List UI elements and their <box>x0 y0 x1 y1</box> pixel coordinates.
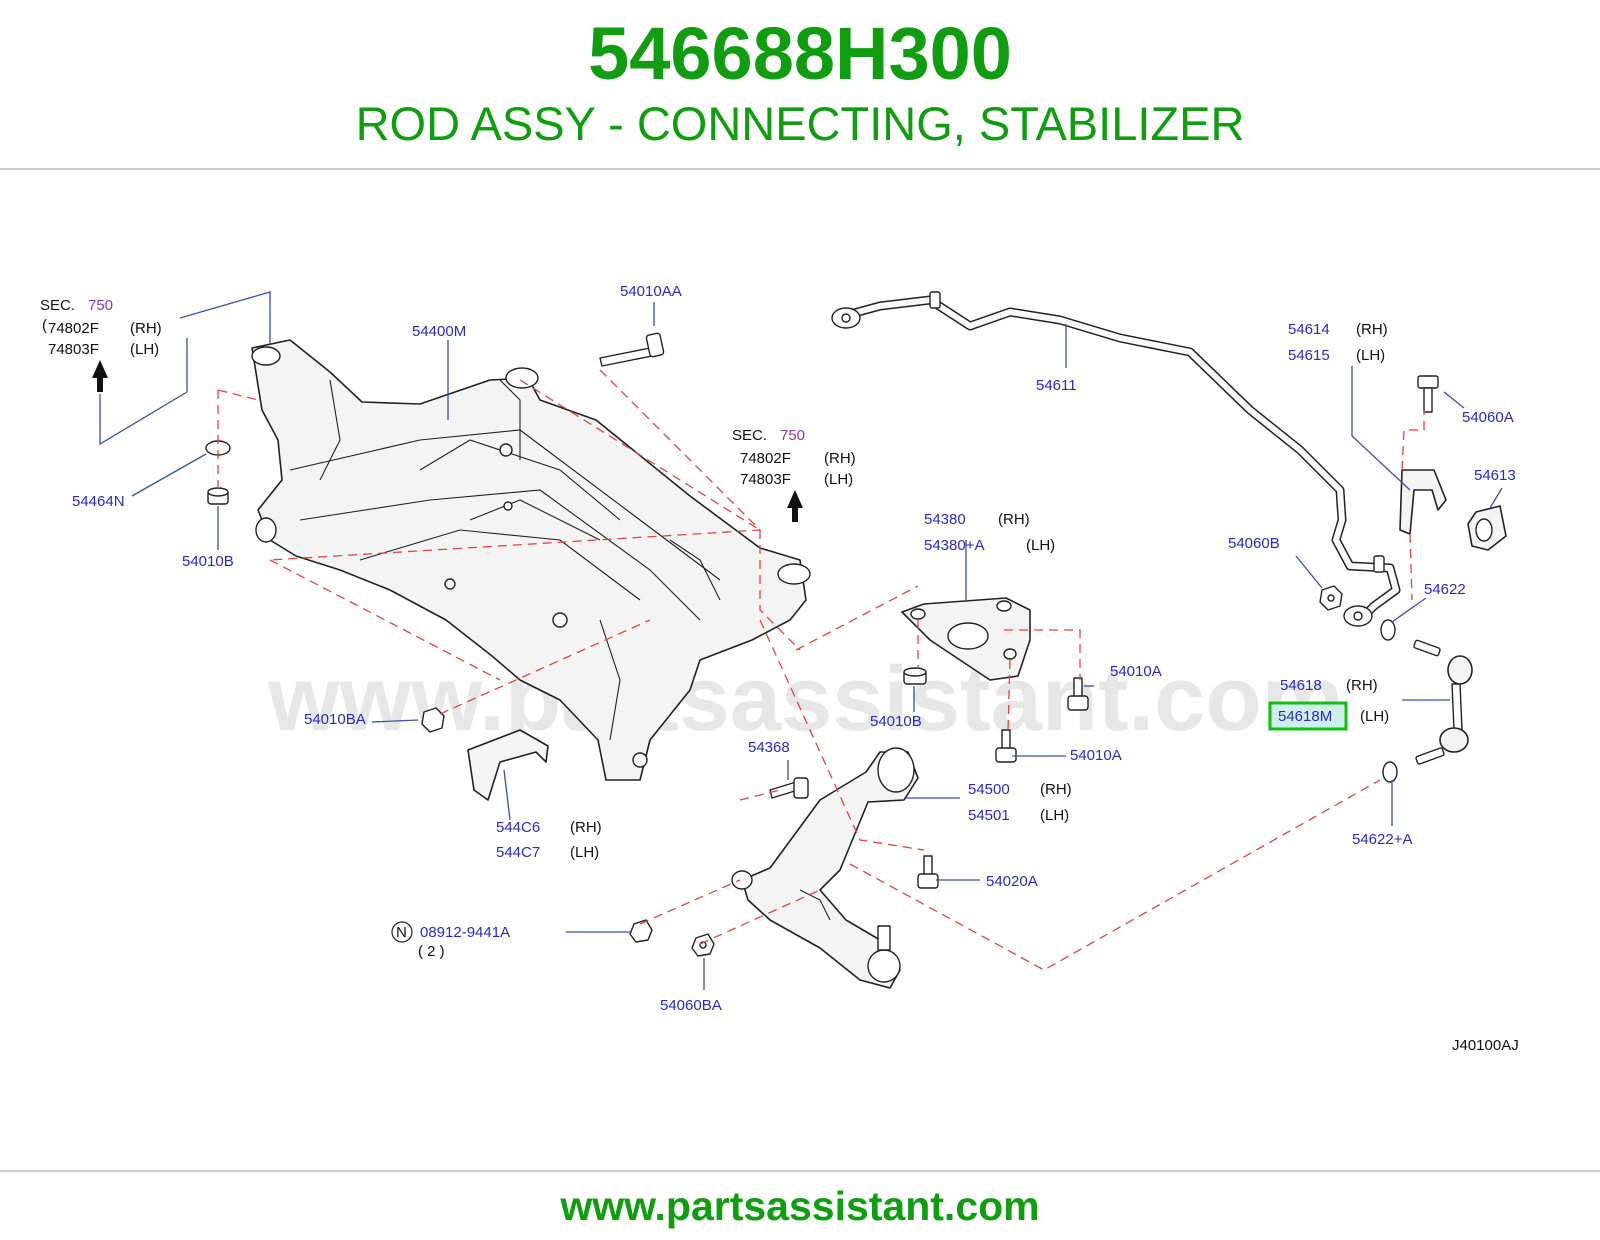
label-sec-mid-lh: (LH) <box>824 471 853 488</box>
nut-54010ba[interactable] <box>421 707 445 733</box>
label-54380a[interactable]: 54380+A <box>924 537 984 554</box>
header-divider <box>0 168 1600 170</box>
label-54010aa[interactable]: 54010AA <box>620 283 682 300</box>
lower-control-arm[interactable] <box>731 747 919 989</box>
arrow-up-left-icon <box>92 360 108 392</box>
highlight-box-54618m <box>1268 701 1348 731</box>
label-54380-rh: (RH) <box>998 511 1030 528</box>
label-54501-lh: (LH) <box>1040 807 1069 824</box>
label-54010a-top[interactable]: 54010A <box>1110 663 1162 680</box>
label-54380[interactable]: 54380 <box>924 511 966 528</box>
label-nut-symbol: N <box>396 924 407 941</box>
label-54618[interactable]: 54618 <box>1280 677 1322 694</box>
washer-54622a[interactable] <box>1382 761 1398 783</box>
bracket-left-open-a: ( <box>42 317 47 334</box>
label-54615[interactable]: 54615 <box>1288 347 1330 364</box>
stabilizer-bar[interactable] <box>831 291 1401 627</box>
label-08912-9441a[interactable]: 08912-9441A <box>420 924 510 941</box>
nut-54060ba[interactable] <box>691 933 715 957</box>
label-sec-mid: SEC. <box>732 427 767 444</box>
part-number-title: 546688H300 <box>588 12 1012 95</box>
footer-divider <box>0 1170 1600 1172</box>
label-sec-mid-number[interactable]: 750 <box>780 427 805 444</box>
nut-54010b-mid[interactable] <box>903 667 927 685</box>
label-sec-left-lh: (LH) <box>130 341 159 358</box>
label-sec-left: SEC. <box>40 297 75 314</box>
label-54618-rh: (RH) <box>1346 677 1378 694</box>
footer-website-link[interactable]: www.partsassistant.com <box>560 1183 1040 1229</box>
upper-link-bracket[interactable] <box>901 597 1031 681</box>
label-54400m[interactable]: 54400M <box>412 323 466 340</box>
label-08912-qty: ( 2 ) <box>418 943 445 960</box>
parts-diagram: www.partsassistant.com <box>40 283 1519 1054</box>
bolt-54060a[interactable] <box>1417 375 1439 413</box>
label-54010b-left[interactable]: 54010B <box>182 553 234 570</box>
label-54614-rh: (RH) <box>1356 321 1388 338</box>
label-54618m[interactable]: 54618M <box>1278 708 1332 725</box>
label-54613[interactable]: 54613 <box>1474 467 1516 484</box>
label-54501[interactable]: 54501 <box>968 807 1010 824</box>
label-54622[interactable]: 54622 <box>1424 581 1466 598</box>
label-54614[interactable]: 54614 <box>1288 321 1330 338</box>
washer-54622[interactable] <box>1380 619 1396 641</box>
bolt-54010a-top[interactable] <box>1067 677 1089 711</box>
stabilizer-bushing[interactable] <box>1467 505 1507 551</box>
label-54010b-mid[interactable]: 54010B <box>870 713 922 730</box>
label-54611[interactable]: 54611 <box>1036 377 1077 394</box>
label-54060b[interactable]: 54060B <box>1228 535 1280 552</box>
nut-54010b-left[interactable] <box>207 487 229 505</box>
stabilizer-clamp[interactable] <box>1399 469 1447 535</box>
label-544c7[interactable]: 544C7 <box>496 844 540 861</box>
label-544c6-rh: (RH) <box>570 819 602 836</box>
bolt-54020a[interactable] <box>917 855 939 889</box>
cover-544c6[interactable] <box>467 729 549 801</box>
label-sec-mid-74802f[interactable]: 74802F <box>740 450 791 467</box>
watermark-text: www.partsassistant.com <box>267 648 1343 750</box>
bolt-54010aa[interactable] <box>599 332 665 367</box>
label-54010ba[interactable]: 54010BA <box>304 711 366 728</box>
label-54060a[interactable]: 54060A <box>1462 409 1514 426</box>
part-description: ROD ASSY - CONNECTING, STABILIZER <box>355 97 1245 150</box>
label-sec-left-74803f[interactable]: 74803F <box>48 341 99 358</box>
label-544c7-lh: (LH) <box>570 844 599 861</box>
label-54618m-lh: (LH) <box>1360 708 1389 725</box>
leader-lines <box>99 291 1503 990</box>
bolt-54368[interactable] <box>769 777 809 799</box>
label-544c6[interactable]: 544C6 <box>496 819 540 836</box>
label-sec-mid-74803f[interactable]: 74803F <box>740 471 791 488</box>
label-54010a-bottom[interactable]: 54010A <box>1070 747 1122 764</box>
label-sec-left-rh: (RH) <box>130 320 162 337</box>
label-54464n[interactable]: 54464N <box>72 493 125 510</box>
label-54500-rh: (RH) <box>1040 781 1072 798</box>
label-54368[interactable]: 54368 <box>748 739 790 756</box>
figure-code: J40100AJ <box>1452 1037 1519 1054</box>
label-54622a[interactable]: 54622+A <box>1352 831 1412 848</box>
connecting-rod-stabilizer[interactable] <box>1413 639 1473 765</box>
nut-54060b[interactable] <box>1319 585 1343 611</box>
nut-symbol-circle-icon <box>391 921 413 943</box>
bolt-54010a-bottom[interactable] <box>995 729 1017 763</box>
subframe-crossmember[interactable] <box>251 339 811 781</box>
label-sec-left-74802f[interactable]: 74802F <box>48 320 99 337</box>
label-sec-left-number[interactable]: 750 <box>88 297 113 314</box>
label-54020a[interactable]: 54020A <box>986 873 1038 890</box>
label-54615-lh: (LH) <box>1356 347 1385 364</box>
assembly-dashed-lines <box>217 369 1425 971</box>
label-54060ba[interactable]: 54060BA <box>660 997 722 1014</box>
nut-08912-9441a[interactable] <box>629 919 653 943</box>
arrow-up-mid-icon <box>787 490 803 522</box>
label-54380a-lh: (LH) <box>1026 537 1055 554</box>
label-54500[interactable]: 54500 <box>968 781 1010 798</box>
label-sec-mid-rh: (RH) <box>824 450 856 467</box>
